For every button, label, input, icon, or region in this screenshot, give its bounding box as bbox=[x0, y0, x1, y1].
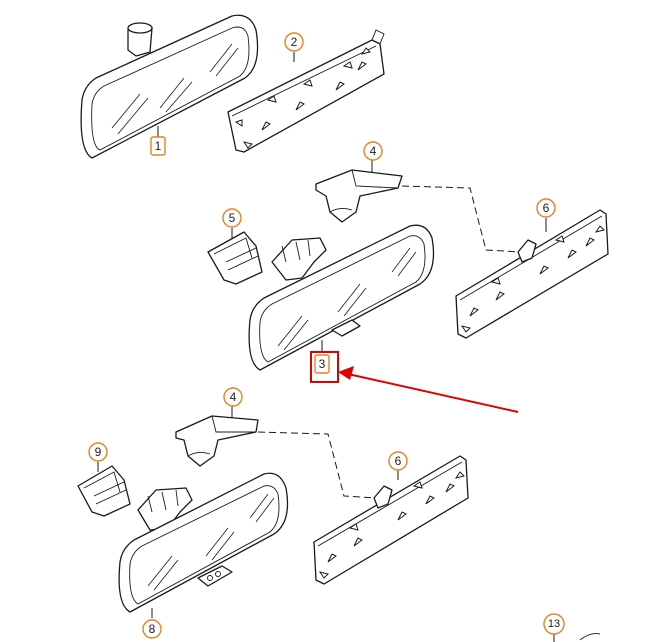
callout-6-lower: 6 bbox=[388, 451, 408, 471]
callout-6-upper-label: 6 bbox=[543, 201, 550, 215]
part-2-cover bbox=[227, 29, 385, 153]
part-9-cover bbox=[77, 462, 131, 517]
callout-13-label: 13 bbox=[548, 618, 560, 630]
highlight-box bbox=[310, 351, 339, 383]
callout-4-upper-label: 4 bbox=[370, 144, 377, 158]
callout-5: 5 bbox=[222, 208, 242, 228]
callout-13: 13 bbox=[543, 613, 565, 635]
part-8-mirror bbox=[118, 472, 289, 618]
callout-5-label: 5 bbox=[229, 211, 236, 225]
dashed-line-lower bbox=[257, 431, 377, 499]
callout-4-lower: 4 bbox=[223, 387, 243, 407]
callout-8: 8 bbox=[142, 619, 162, 639]
callout-3-label: 3 bbox=[319, 357, 326, 371]
part-3-mirror bbox=[248, 224, 435, 371]
part-4-bracket-upper bbox=[315, 160, 403, 223]
callout-1-label: 1 bbox=[155, 139, 162, 153]
callout-3: 3 bbox=[310, 351, 339, 383]
dashed-line-upper bbox=[401, 185, 521, 253]
part-13 bbox=[553, 632, 601, 642]
callout-2-label: 2 bbox=[291, 35, 298, 49]
callout-2: 2 bbox=[284, 32, 304, 52]
callout-6-upper: 6 bbox=[536, 198, 556, 218]
part-6-cover-upper bbox=[455, 209, 609, 339]
callout-4-lower-label: 4 bbox=[230, 390, 237, 404]
part-6-cover-lower bbox=[313, 455, 469, 585]
callout-9-label: 9 bbox=[95, 445, 102, 459]
part-4-bracket-lower bbox=[175, 406, 259, 467]
callout-8-label: 8 bbox=[149, 622, 156, 636]
callout-1: 1 bbox=[150, 136, 166, 156]
callout-6-lower-label: 6 bbox=[395, 454, 402, 468]
part-5-cover bbox=[207, 228, 263, 285]
part-1-mirror bbox=[80, 14, 259, 159]
red-arrow bbox=[338, 366, 519, 413]
callout-9: 9 bbox=[88, 442, 108, 462]
callout-4-upper: 4 bbox=[363, 141, 383, 161]
